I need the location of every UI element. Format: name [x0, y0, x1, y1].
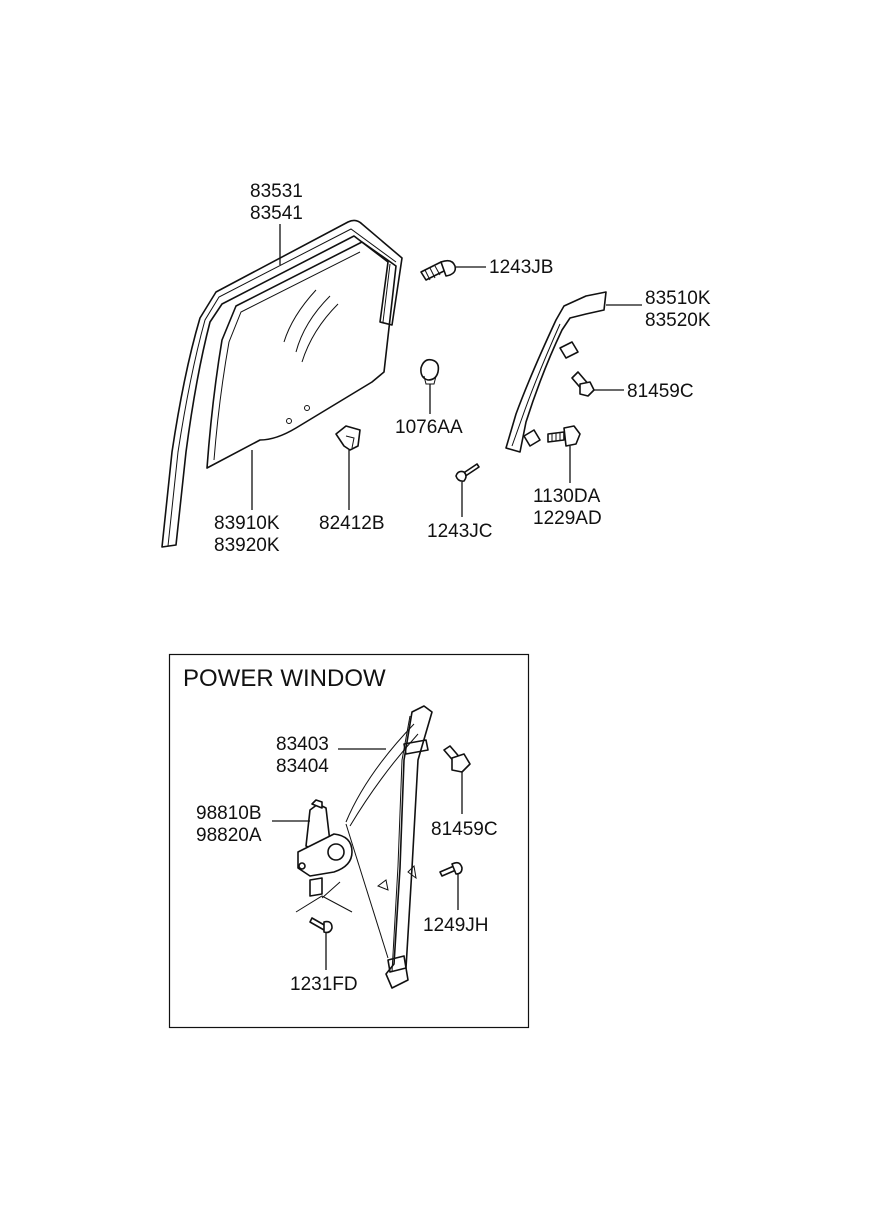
label-83920k: 83920K	[214, 535, 280, 556]
label-83403: 83403	[276, 734, 329, 755]
label-98810b: 98810B	[196, 803, 262, 824]
door-glass-part	[206, 241, 397, 469]
bolt-81459c-part	[443, 745, 471, 773]
label-1130da: 1130DA	[533, 486, 601, 507]
label-82412b: 82412B	[319, 513, 385, 534]
label-83520k: 83520K	[645, 310, 711, 331]
power-window-box	[168, 653, 530, 1029]
label-83531: 83531	[250, 181, 303, 202]
label-1249jh: 1249JH	[423, 915, 489, 936]
run-channel-part	[161, 219, 403, 548]
label-83910k: 83910K	[214, 513, 280, 534]
label-81459c-top: 81459C	[627, 381, 694, 402]
label-1243jc: 1243JC	[427, 521, 493, 542]
bolt-1130da-part	[547, 425, 581, 447]
bolt-81459c-top-part	[571, 371, 595, 397]
screw-1243jc-part	[455, 463, 480, 482]
mounting-guide-2	[321, 881, 341, 899]
window-regulator-part	[345, 705, 433, 989]
label-1076aa: 1076AA	[395, 417, 463, 438]
clip-1076aa-part	[420, 358, 440, 385]
label-1229ad: 1229AD	[533, 508, 602, 529]
mounting-guide	[295, 895, 353, 913]
label-83510k: 83510K	[645, 288, 711, 309]
label-98820a: 98820A	[196, 825, 262, 846]
rear-channel-part	[505, 291, 607, 453]
label-83541: 83541	[250, 203, 303, 224]
label-81459c: 81459C	[431, 819, 498, 840]
screw-1249jh-part	[439, 861, 463, 877]
label-1243jb: 1243JB	[489, 257, 553, 278]
label-83404: 83404	[276, 756, 329, 777]
clip-82412b-part	[335, 425, 361, 451]
screw-1243jb-part	[420, 259, 457, 281]
power-window-title: POWER WINDOW	[183, 665, 386, 692]
window-motor-part	[297, 799, 353, 897]
label-1231fd: 1231FD	[290, 974, 358, 995]
screw-1231fd-part	[309, 917, 333, 934]
